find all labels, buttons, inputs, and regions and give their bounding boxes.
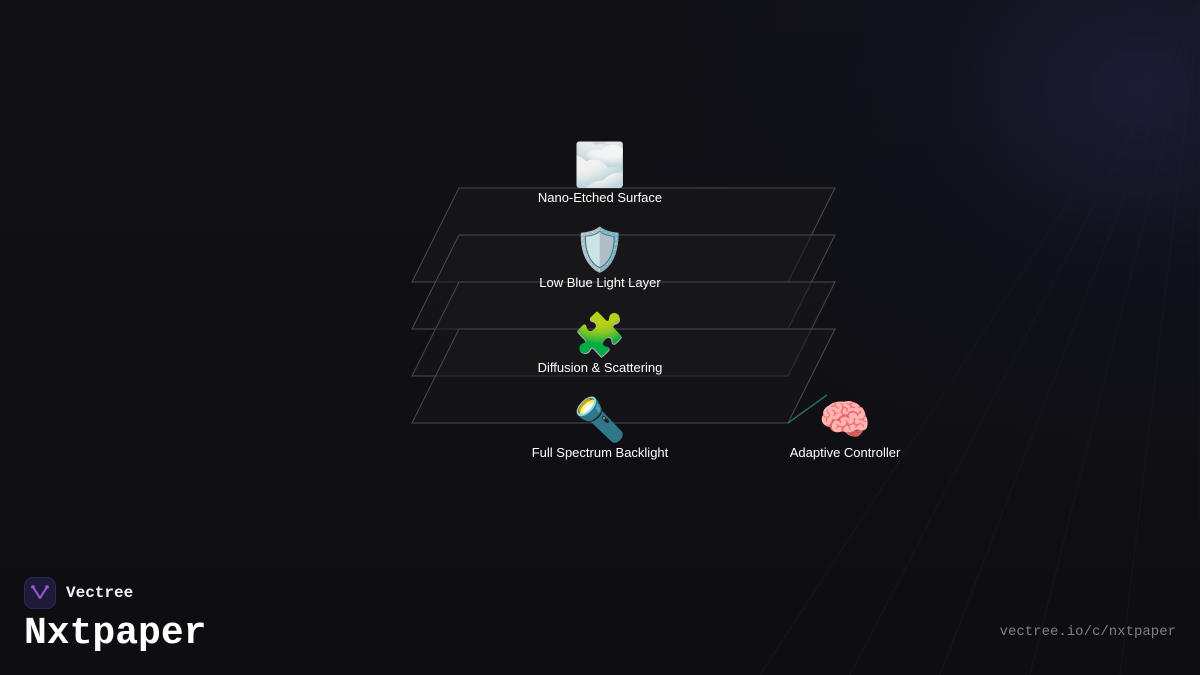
layer-node-lowblue: 🛡️ Low Blue Light Layer [490,226,710,291]
controller-connector [787,394,828,424]
layer-label-diffusion: Diffusion & Scattering [537,360,663,375]
footer-url: vectree.io/c/nxtpaper [999,624,1176,640]
layer-node-surface: 🌫️ Nano-Etched Surface [490,141,710,206]
controller-node: 🧠 Adaptive Controller [735,396,955,461]
product-title: Nxtpaper [24,612,207,655]
layer-node-diffusion: 🧩 Diffusion & Scattering [490,311,710,376]
layer-label-lowblue: Low Blue Light Layer [539,275,661,290]
vectree-logo-icon [24,577,56,609]
layer-label-surface: Nano-Etched Surface [537,190,663,205]
cloud-icon: 🌫️ [573,140,627,189]
brand-name: Vectree [66,584,134,602]
layer-label-backlight: Full Spectrum Backlight [531,445,669,460]
brain-icon: 🧠 [818,395,872,444]
controller-label: Adaptive Controller [789,445,901,460]
puzzle-piece-icon: 🧩 [573,310,627,359]
shield-icon: 🛡️ [573,225,627,274]
flashlight-icon: 🔦 [573,395,627,444]
layer-node-backlight: 🔦 Full Spectrum Backlight [490,396,710,461]
brand: Vectree [24,577,133,609]
